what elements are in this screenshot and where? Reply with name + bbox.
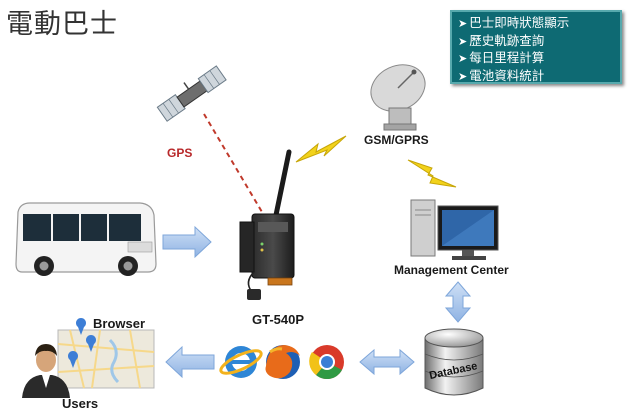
users-label: Users <box>62 396 99 410</box>
satellite-icon <box>156 65 227 122</box>
management-center-label: Management Center <box>394 263 509 277</box>
browser-label: Browser <box>93 316 146 331</box>
computer-icon <box>410 199 499 260</box>
lightning-icon <box>407 159 457 188</box>
chrome-icon <box>309 345 344 380</box>
device-label: GT-540P <box>252 312 305 327</box>
feature-item: ➤電池資料統計 <box>458 67 545 83</box>
gsm-gprs-label: GSM/GPRS <box>364 133 429 147</box>
feature-item: ➤歷史軌跡查詢 <box>458 32 545 48</box>
flow-arrow-bidirectional <box>359 348 415 376</box>
gps-link <box>203 113 263 213</box>
user-icon <box>22 344 70 398</box>
flow-arrow-bidirectional <box>444 281 472 323</box>
flow-arrow <box>165 345 215 379</box>
dish-antenna-icon <box>370 64 426 131</box>
lightning-icon <box>295 135 347 163</box>
page-title: 電動巴士 <box>6 9 118 40</box>
feature-item: ➤每日里程計算 <box>458 50 545 65</box>
gps-label: GPS <box>167 146 193 160</box>
firefox-icon <box>265 345 300 379</box>
feature-item: ➤巴士即時狀態顯示 <box>458 15 570 30</box>
feature-list: ➤巴士即時狀態顯示 ➤歷史軌跡查詢 ➤每日里程計算 ➤電池資料統計 <box>450 10 622 84</box>
ie-icon <box>219 346 263 378</box>
flow-arrow <box>162 225 212 259</box>
gateway-device-icon <box>239 149 295 300</box>
map-icon <box>57 318 155 389</box>
database-icon: Database <box>424 328 484 396</box>
bus-icon <box>15 202 157 276</box>
